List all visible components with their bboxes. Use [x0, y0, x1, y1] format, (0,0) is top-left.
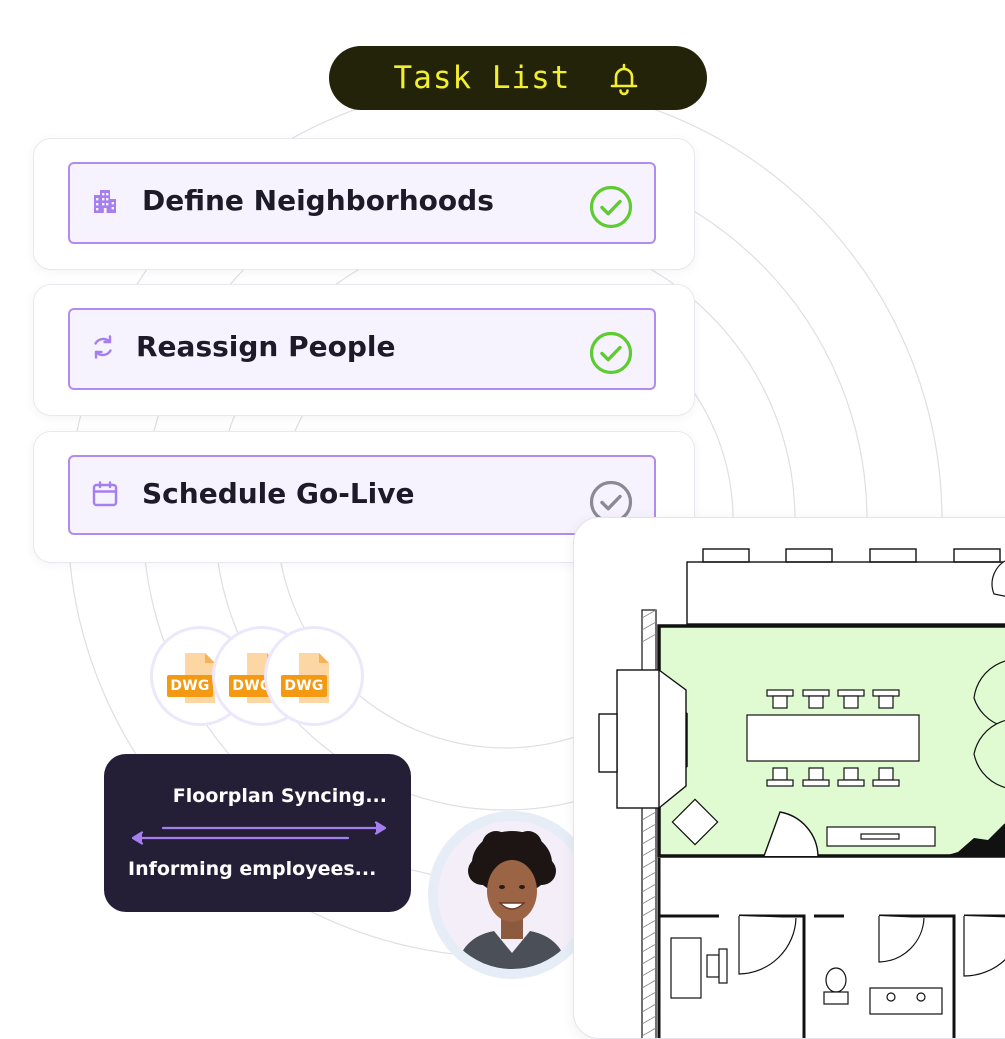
dwg-label: DWG — [167, 675, 213, 697]
check-circle-icon[interactable] — [588, 330, 634, 376]
person-illustration — [456, 831, 568, 969]
sync-status-floorplan: Floorplan Syncing... — [172, 785, 387, 807]
user-avatar[interactable] — [428, 811, 596, 979]
calendar-icon — [92, 481, 118, 507]
task-card-reassign-people: Reassign People — [33, 284, 695, 416]
sync-status-employees: Informing employees... — [128, 858, 377, 880]
task-card-define-neighborhoods: Define Neighborhoods — [33, 138, 695, 270]
floorplan-drawing — [598, 548, 1005, 1038]
task-list-header: Task List — [329, 46, 707, 110]
dwg-label: DWG — [281, 675, 327, 697]
task-list-title: Task List — [393, 60, 571, 96]
task-label: Define Neighborhoods — [142, 184, 494, 217]
dwg-file-bubble: DWG — [264, 626, 364, 726]
avatar-photo — [438, 821, 586, 969]
floorplan-panel[interactable] — [573, 517, 1005, 1039]
refresh-icon — [94, 335, 112, 359]
building-icon — [94, 190, 116, 213]
task-item-schedule-go-live[interactable]: Schedule Go-Live — [68, 455, 656, 535]
sync-status-panel: Floorplan Syncing... Informing employees… — [104, 754, 411, 912]
sync-arrows-icon — [131, 821, 387, 845]
check-circle-icon[interactable] — [588, 184, 634, 230]
bell-icon[interactable] — [606, 61, 642, 97]
task-card-schedule-go-live: Schedule Go-Live — [33, 431, 695, 563]
task-label: Reassign People — [136, 330, 396, 363]
task-item-define-neighborhoods[interactable]: Define Neighborhoods — [68, 162, 656, 244]
task-label: Schedule Go-Live — [142, 477, 415, 510]
dwg-label: DWG — [229, 675, 275, 697]
task-item-reassign-people[interactable]: Reassign People — [68, 308, 656, 390]
